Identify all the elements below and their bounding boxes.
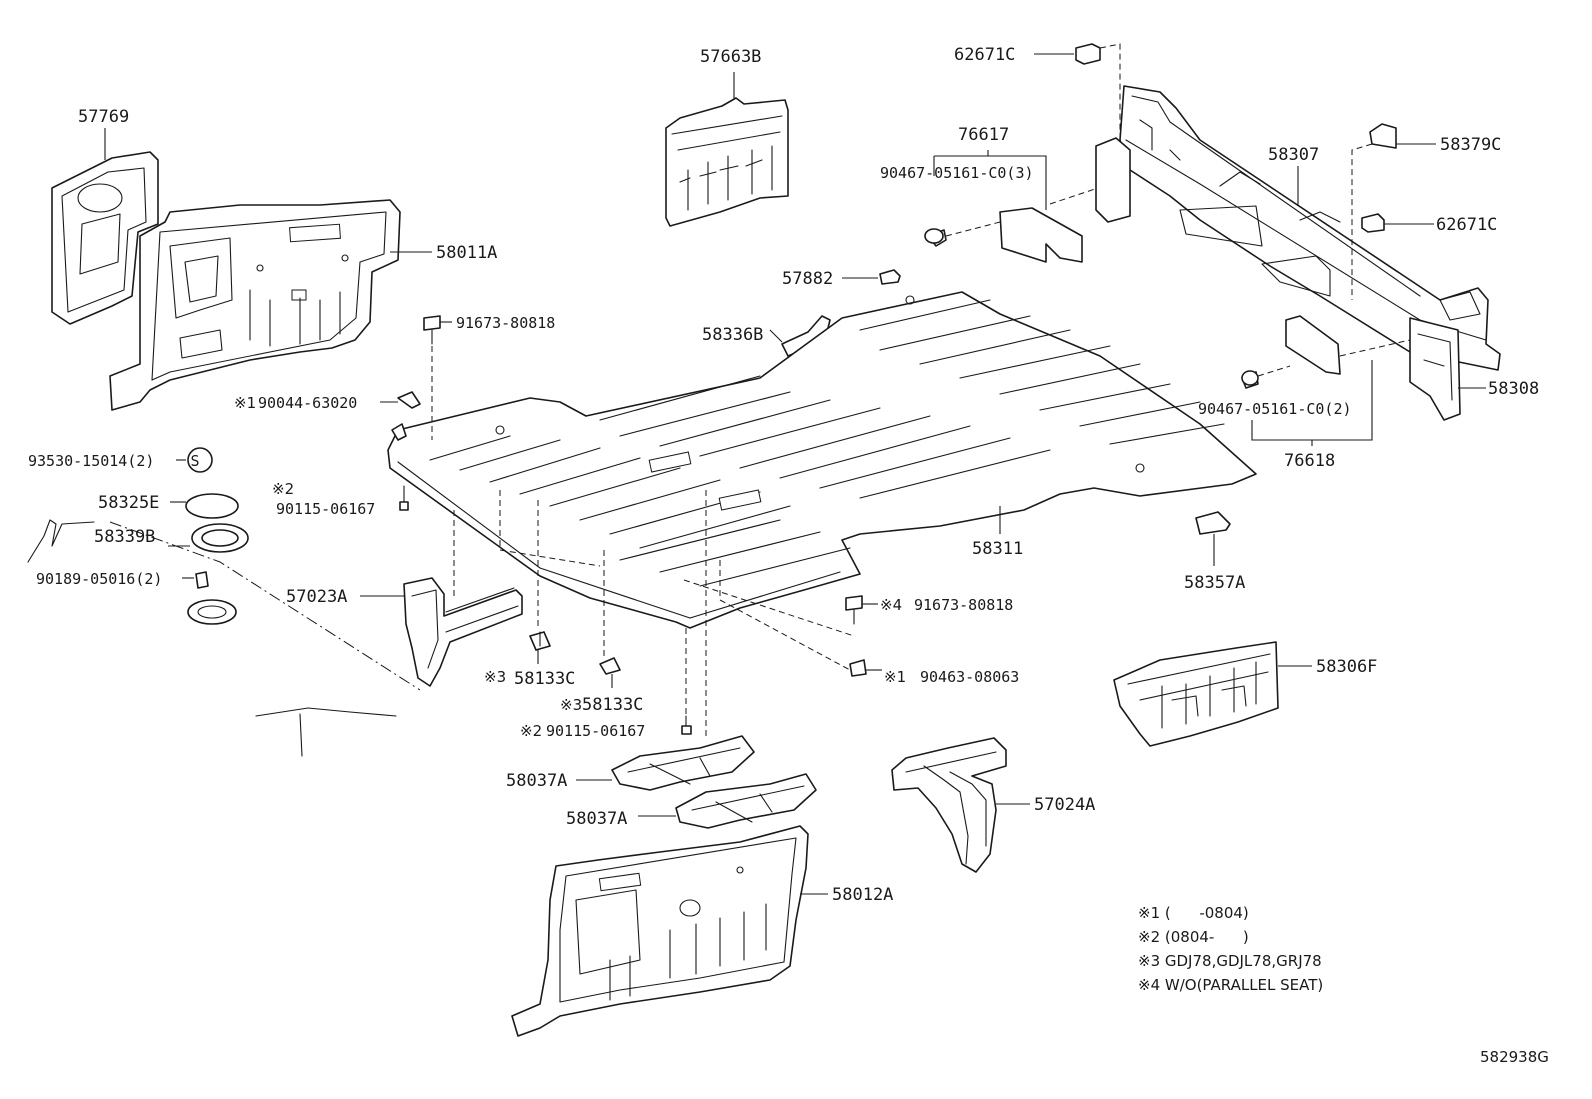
part-58037A-b-drawing: [638, 773, 817, 829]
part-58133C-b-drawing: [599, 550, 621, 688]
diagram-code: 582938G: [1480, 1048, 1549, 1066]
part-62671C-right-drawing: [1361, 213, 1434, 233]
footnote-2: ※2 (0804- ): [1138, 928, 1249, 946]
part-57024A-drawing: [891, 737, 1030, 873]
part-58133C-a-drawing: [529, 500, 551, 664]
label-90115-06167-top: 90115-06167: [276, 500, 375, 518]
part-91673-right-drawing: [683, 579, 878, 637]
label-58012A: 58012A: [832, 885, 893, 905]
part-62671C-top-drawing: [1034, 43, 1121, 140]
mark-58133C-b: ※3: [560, 696, 582, 714]
part-76618-drawing: [1241, 315, 1411, 446]
label-58306F: 58306F: [1316, 657, 1377, 677]
label-90115-06167-bottom: 90115-06167: [546, 722, 645, 740]
label-58011A: 58011A: [436, 243, 497, 263]
part-58012A-drawing: [511, 825, 828, 1037]
label-90463-08063: 90463-08063: [920, 668, 1019, 686]
label-57023A: 57023A: [286, 587, 347, 607]
part-90115-bottom-drawing: [681, 490, 707, 740]
label-57769: 57769: [78, 107, 129, 127]
label-58037A-a: 58037A: [506, 771, 567, 791]
label-90467-05161-C0-3: 90467-05161-C0(3): [880, 164, 1034, 182]
label-58307: 58307: [1268, 145, 1319, 165]
label-58339B: 58339B: [94, 527, 155, 547]
part-58357A-drawing: [1195, 511, 1231, 566]
label-58325E: 58325E: [98, 493, 159, 513]
label-58308: 58308: [1488, 379, 1539, 399]
label-58357A: 58357A: [1184, 573, 1245, 593]
label-90467-05161-C0-2: 90467-05161-C0(2): [1198, 400, 1352, 418]
part-58011A-drawing: [109, 199, 432, 411]
label-91673-80818-left: 91673-80818: [456, 314, 555, 332]
part-58339B-drawing: [168, 523, 249, 553]
part-58325E-drawing: [170, 493, 239, 519]
part-58306F-drawing: [1113, 641, 1312, 747]
part-58307-drawing: [1119, 85, 1501, 371]
label-62671C-top: 62671C: [954, 45, 1015, 65]
mark-90115-top: ※2: [272, 480, 294, 498]
floor-ribs: [429, 299, 1225, 587]
label-58133C-a: 58133C: [514, 669, 575, 689]
footnote-4: ※4 W/O(PARALLEL SEAT): [1138, 976, 1323, 994]
part-91673-left-drawing: [423, 315, 452, 440]
mark-90115-bottom: ※2: [520, 722, 542, 740]
label-58336B: 58336B: [702, 325, 763, 345]
label-76617: 76617: [958, 125, 1009, 145]
label-58311: 58311: [972, 539, 1023, 559]
part-58311-drawing: [387, 291, 1257, 629]
label-57663B: 57663B: [700, 47, 761, 67]
part-58037A-a-drawing: [576, 735, 755, 791]
s-symbol: S: [190, 452, 199, 470]
s-marker: [176, 447, 213, 473]
part-90044-drawing: [380, 391, 421, 441]
part-57769-drawing: [51, 128, 159, 325]
mark-90463: ※1: [884, 668, 906, 686]
mark-58133C-a: ※3: [484, 668, 506, 686]
label-90044-63020: 90044-63020: [258, 394, 357, 412]
label-93530-15014-2: 93530-15014(2): [28, 452, 154, 470]
part-76617-drawing: [924, 150, 1105, 263]
footnote-3: ※3 GDJ78,GDJL78,GRJ78: [1138, 952, 1322, 970]
label-76618: 76618: [1284, 451, 1335, 471]
part-90463-drawing: [719, 560, 882, 677]
mark-90044: ※1: [234, 394, 256, 412]
label-62671C-right: 62671C: [1436, 215, 1497, 235]
footnotes: ※1 ( -0804) ※2 (0804- ) ※3 GDJ78,GDJL78,…: [1138, 904, 1323, 994]
part-90115-top-drawing: [399, 485, 409, 511]
part-90189-drawing: [182, 571, 237, 625]
label-58037A-b: 58037A: [566, 809, 627, 829]
label-57882: 57882: [782, 269, 833, 289]
part-57663B-drawing: [665, 72, 789, 227]
label-90189-05016-2: 90189-05016(2): [36, 570, 162, 588]
part-58308-drawing: [1095, 137, 1486, 421]
part-58379C-drawing: [1351, 123, 1436, 300]
mark-91673-right: ※4: [880, 596, 902, 614]
label-91673-80818-right: 91673-80818: [914, 596, 1013, 614]
label-58379C: 58379C: [1440, 135, 1501, 155]
label-58133C-b: 58133C: [582, 695, 643, 715]
part-57023A-drawing: [360, 577, 523, 687]
reference-lines: [27, 510, 455, 757]
label-57024A: 57024A: [1034, 795, 1095, 815]
footnote-1: ※1 ( -0804): [1138, 904, 1249, 922]
part-57882-drawing: [842, 269, 901, 285]
